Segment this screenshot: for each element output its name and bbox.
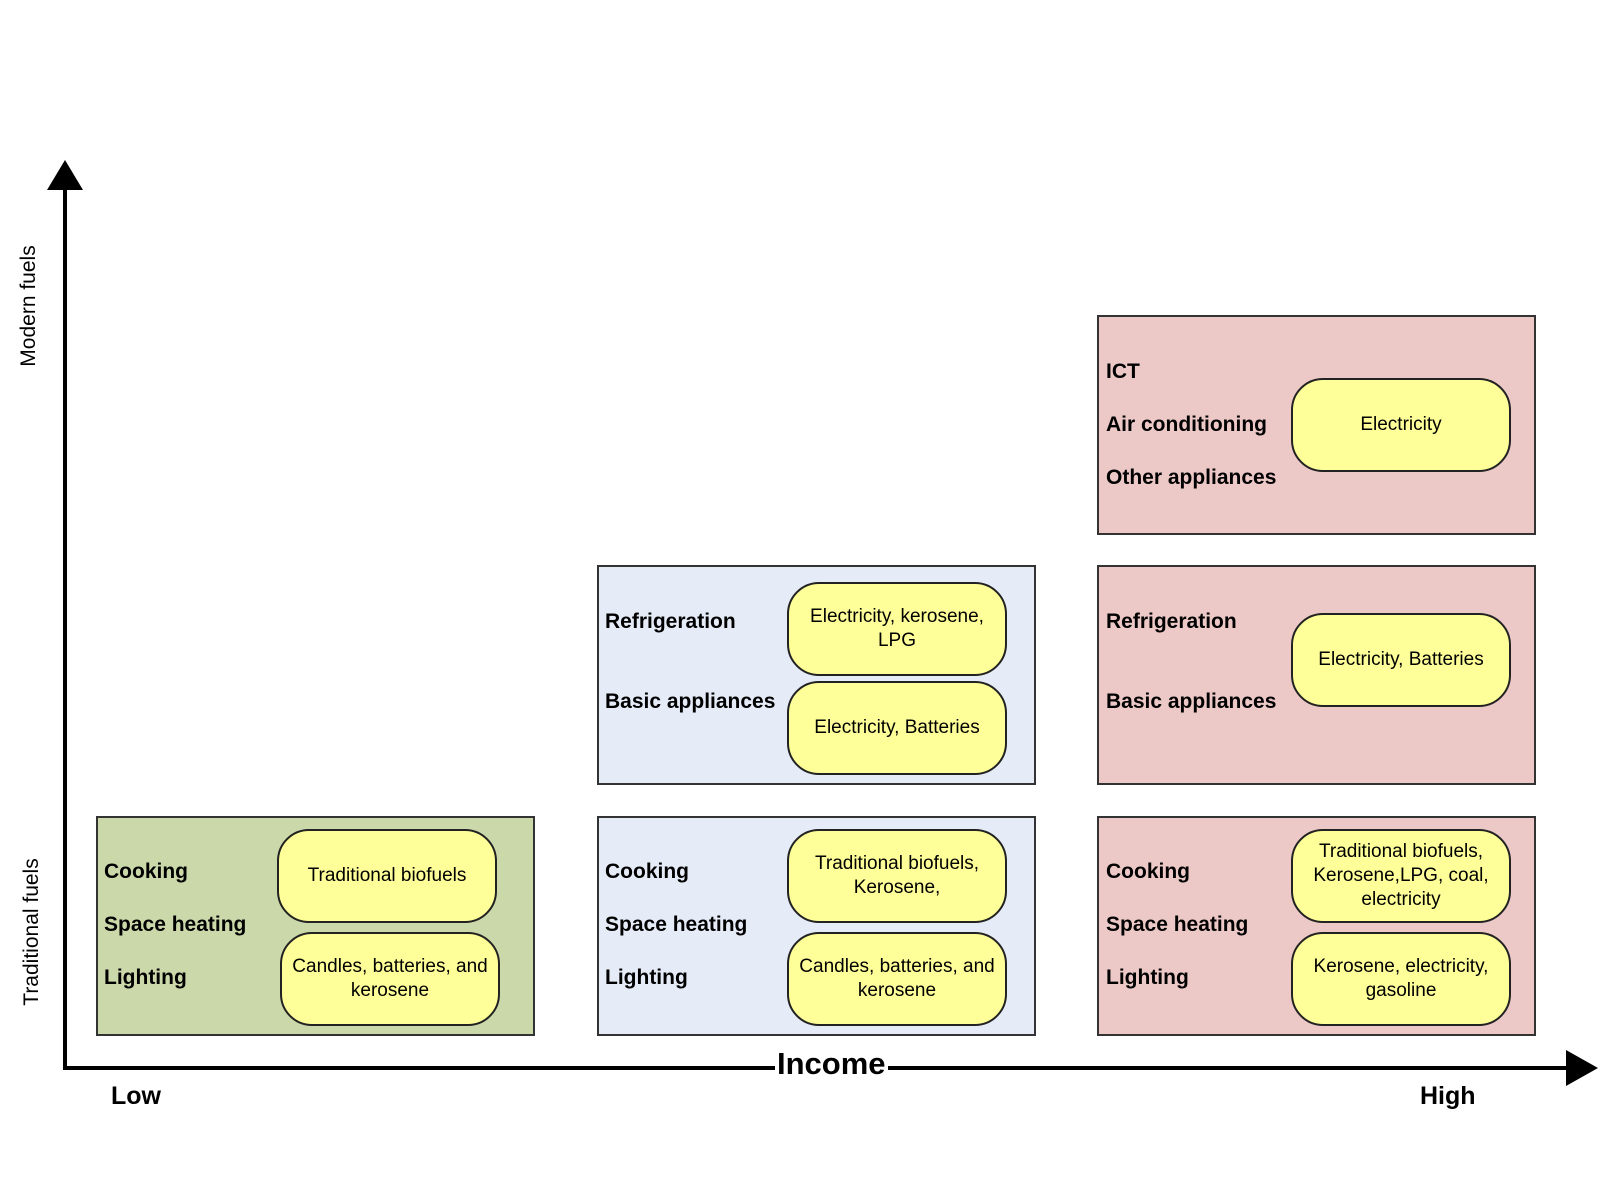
fuel-box: Electricity, kerosene, LPG bbox=[787, 582, 1007, 676]
fuel-box: Kerosene, electricity, gasoline bbox=[1291, 932, 1511, 1026]
usage-label: Space heating bbox=[605, 913, 748, 936]
fuel-box: Candles, batteries, and kerosene bbox=[280, 932, 500, 1026]
y-axis-label-modern-fuels: Modern fuels bbox=[17, 245, 40, 367]
usage-label: Space heating bbox=[1106, 913, 1249, 936]
usage-label: Air conditioning bbox=[1106, 413, 1267, 436]
usage-label: Other appliances bbox=[1106, 466, 1277, 489]
fuel-box: Traditional biofuels, Kerosene, bbox=[787, 829, 1007, 923]
usage-label: Lighting bbox=[104, 966, 187, 989]
y-axis-label-traditional-fuels: Traditional fuels bbox=[20, 858, 43, 1006]
usage-label: Lighting bbox=[605, 966, 688, 989]
usage-label: Lighting bbox=[1106, 966, 1189, 989]
usage-label: ICT bbox=[1106, 360, 1140, 383]
x-axis-arrowhead bbox=[1566, 1050, 1598, 1086]
fuel-box: Traditional biofuels, Kerosene,LPG, coal… bbox=[1291, 829, 1511, 923]
x-axis-label-high: High bbox=[1420, 1082, 1476, 1110]
fuel-box: Electricity, Batteries bbox=[1291, 613, 1511, 707]
fuel-box: Electricity, Batteries bbox=[787, 681, 1007, 775]
y-axis-arrowhead bbox=[47, 160, 83, 190]
fuel-box: Traditional biofuels bbox=[277, 829, 497, 923]
usage-label: Cooking bbox=[104, 860, 188, 883]
usage-label: Basic appliances bbox=[1106, 690, 1277, 713]
usage-label: Basic appliances bbox=[605, 690, 776, 713]
fuel-box: Candles, batteries, and kerosene bbox=[787, 932, 1007, 1026]
x-axis-title: Income bbox=[775, 1046, 888, 1082]
usage-label: Space heating bbox=[104, 913, 247, 936]
fuel-box: Electricity bbox=[1291, 378, 1511, 472]
usage-label: Refrigeration bbox=[1106, 610, 1237, 633]
usage-label: Cooking bbox=[605, 860, 689, 883]
usage-label: Cooking bbox=[1106, 860, 1190, 883]
usage-label: Refrigeration bbox=[605, 610, 736, 633]
x-axis-label-low: Low bbox=[111, 1082, 161, 1110]
